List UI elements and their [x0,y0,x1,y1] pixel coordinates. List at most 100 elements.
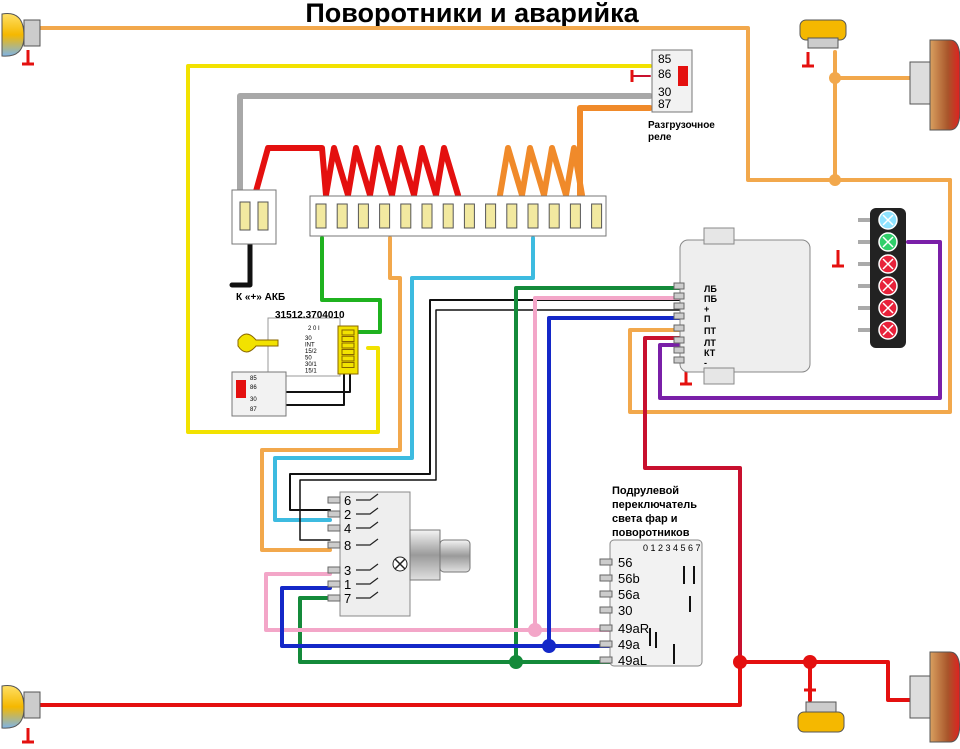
page-title: Поворотники и аварийка [0,0,960,30]
side-repeater-top [799,19,847,49]
ignition-pin: INT [305,343,315,349]
fuse [442,203,454,229]
junction-dot [528,623,542,637]
junction-dot [803,655,817,669]
fuse [357,203,369,229]
hazard-terminal [327,524,341,532]
fuse [569,203,581,229]
ground-symbol [804,678,816,692]
small-relay-pin: 86 [250,385,257,391]
lamp-cross [882,324,894,336]
flasher-pin: ЛБ [704,284,717,294]
small-relay: 85 86 30 87 [231,371,287,417]
hazard-terminal [327,510,341,518]
ground-symbol [802,52,814,68]
unloading-relay: 85 86 30 87 [651,49,693,113]
flasher-terminal [673,356,685,364]
stalk-pin: 56b [618,571,640,586]
relay-pin: 86 [658,67,672,81]
flasher-pin: КТ [704,348,716,358]
fuse [463,203,475,229]
ignition-terminal [341,336,355,342]
wire-orange-flasher [628,178,952,414]
wire-black-thin-b [299,309,681,541]
hazard-pin: 2 [344,507,351,522]
ignition-pin: 15/1 [305,369,317,375]
small-relay-pin: 85 [250,376,257,382]
wire-orange-zigzag [497,145,585,198]
stalk-terminal [599,656,613,664]
stalk-terminal [599,590,613,598]
relay-pin: 85 [658,52,672,66]
ground-symbol [832,250,844,268]
relay-pin: 30 [658,85,672,99]
fuse-holder-main [231,189,277,245]
indicator-terminal [858,262,870,266]
hazard-terminal [327,594,341,602]
lamp-cross [882,302,894,314]
wire-orange-fuse [260,236,402,552]
ignition-pin: 30 [305,336,312,342]
contact [356,521,379,529]
junction-dot [733,655,747,669]
stalk-terminal [599,640,613,648]
indicator-terminal [858,218,870,222]
lamp-cross [882,258,894,270]
wire-red-zigzag [252,145,461,198]
stalk-pin: 56 [618,555,632,570]
flasher-terminal [673,312,685,320]
indicator-terminal [858,284,870,288]
front-left-bottom-lamp [1,684,41,729]
flasher-terminal [673,282,685,290]
ground-symbol [22,728,34,744]
junction-dot [829,72,841,84]
wire-yellow [186,64,652,434]
stalk-pin: 49aR [618,621,649,636]
small-relay-pin: 87 [250,407,257,413]
wire-black-thin-a [289,299,681,511]
flasher-pin: П [704,314,710,324]
stalk-pin: 30 [618,603,632,618]
wire-pink [264,296,682,632]
rear-right-lamp-top [909,39,960,131]
stalk-label-line3: света фар и [612,513,678,525]
stalk-terminal [599,558,613,566]
ignition-terminal [341,349,355,355]
flasher-terminal [673,302,685,310]
fuse [400,203,412,229]
flasher-terminal [673,324,685,332]
indicator-terminal [858,306,870,310]
stalk-pin: 49aL [618,653,647,668]
switch-code: 31512.3704010 [275,310,345,321]
contact [356,493,379,501]
fuse [315,203,327,229]
wire-blue [280,316,682,648]
hazard-pin: 8 [344,538,351,553]
contact [356,577,379,585]
ignition-terminal [341,355,355,362]
contact [356,507,379,515]
ground-symbol [22,50,34,66]
stalk-positions: 0 1 2 3 4 5 6 7 [643,543,701,553]
ignition-pin: 30/1 [305,362,317,368]
wire-darkred-flasher [643,336,742,664]
side-repeater-bottom [797,701,845,733]
rear-right-lamp-bottom [909,651,960,743]
flasher-pin: + [704,304,709,314]
wire-darkgreen [298,286,682,664]
relay-label-line2: реле [648,132,672,143]
ignition-switch [237,317,359,377]
stalk-terminal [599,574,613,582]
indicator-terminal [858,240,870,244]
front-left-turn-lamp [1,12,41,57]
hazard-terminal [327,496,341,504]
flasher-terminal [673,292,685,300]
junction-dot [542,639,556,653]
junction-dot [509,655,523,669]
flasher-pin: - [704,358,707,368]
small-relay-pin: 30 [250,397,257,403]
stalk-terminal [599,624,613,632]
hazard-terminal [327,541,341,549]
wire-battery [229,239,253,288]
